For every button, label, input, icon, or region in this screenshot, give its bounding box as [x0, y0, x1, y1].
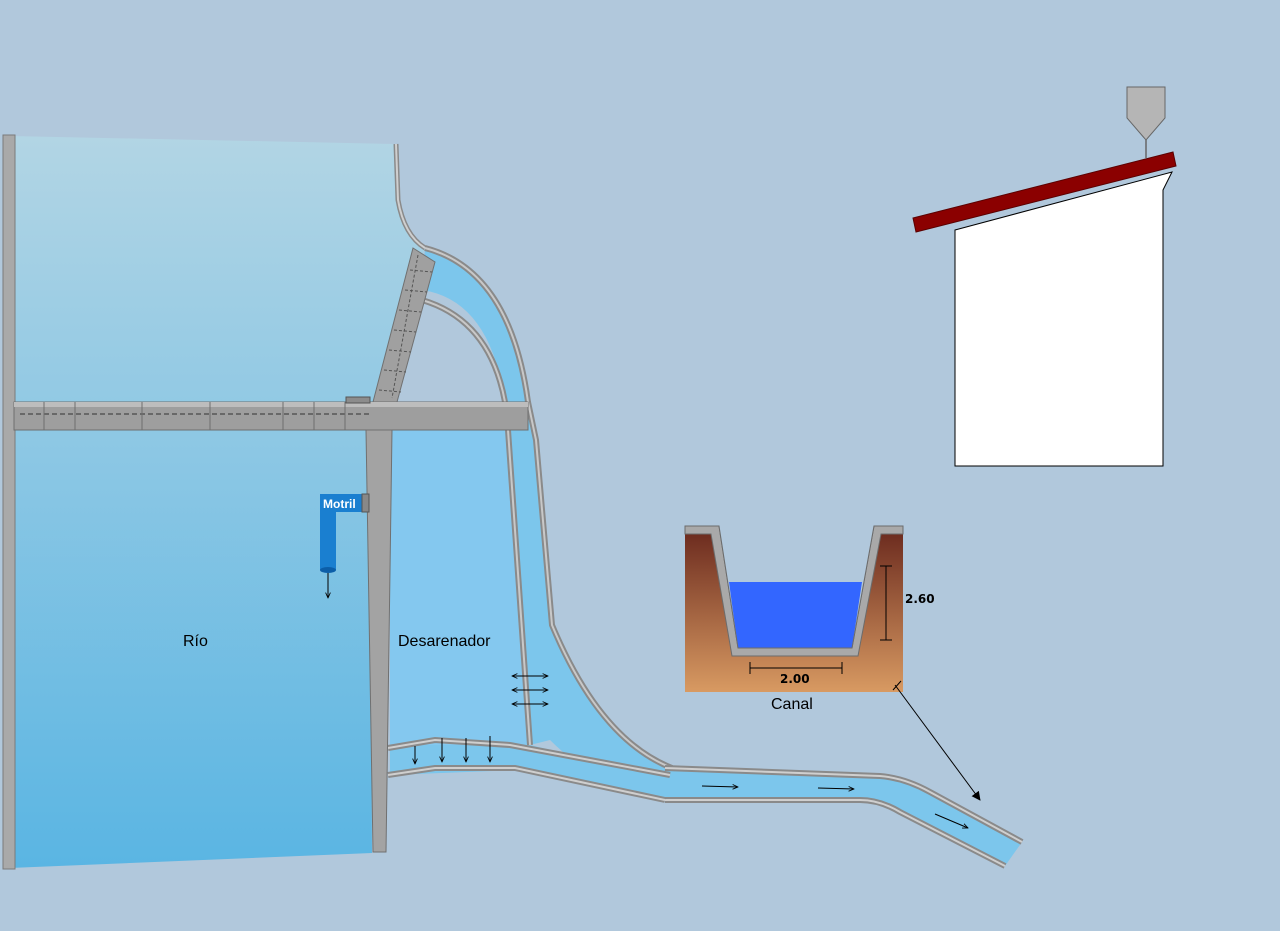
intake-grille	[372, 247, 436, 403]
downstream-canal	[664, 765, 1024, 869]
left-bank-wall	[2, 134, 16, 870]
canal-width-value: 2.00	[780, 672, 810, 686]
river-label: Río	[183, 633, 208, 650]
flow-arrows	[415, 676, 968, 828]
canal-cross-section: 2.60 2.00 Canal	[684, 525, 981, 801]
sand-trap-label: Desarenador	[398, 633, 491, 650]
powerhouse-building	[912, 86, 1177, 467]
canal-height-value: 2.60	[905, 592, 935, 606]
hopper-icon	[1126, 86, 1166, 141]
gauge-label: Motril	[323, 497, 356, 511]
weir-beam	[13, 396, 529, 431]
canal-label: Canal	[771, 696, 813, 713]
pier-wall	[365, 429, 393, 853]
level-gauge: Motril	[320, 493, 370, 598]
flushing-channel	[387, 736, 671, 803]
river-area	[10, 136, 427, 868]
